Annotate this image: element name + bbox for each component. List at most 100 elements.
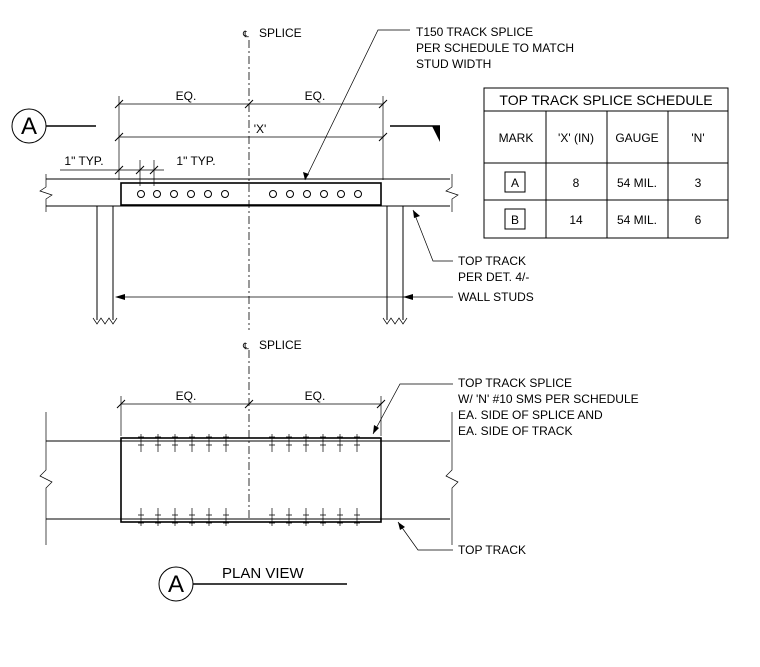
row-n: 6 — [695, 213, 702, 227]
screw-hole — [320, 190, 328, 198]
row-x: 14 — [569, 213, 583, 227]
screw — [138, 508, 144, 526]
screw — [286, 434, 292, 452]
screw — [172, 434, 178, 452]
screw — [354, 508, 360, 526]
screw — [223, 434, 229, 452]
note-wall-studs: WALL STUDS — [458, 290, 534, 304]
table-row: B 14 54 MIL. 6 — [504, 208, 702, 230]
row-gauge: 54 MIL. — [617, 213, 657, 227]
plan-break-line-right — [445, 412, 459, 545]
plan-eq-label-right: EQ. — [305, 389, 326, 403]
tick — [114, 132, 124, 142]
tick — [244, 399, 254, 409]
screw — [269, 508, 275, 526]
wall-stud-left — [92, 206, 118, 325]
header-gauge: GAUGE — [615, 131, 658, 145]
screw — [189, 434, 195, 452]
note-splice-line-1: T150 TRACK SPLICE — [416, 25, 533, 39]
screw-hole — [286, 190, 294, 198]
splice-schedule-table: TOP TRACK SPLICE SCHEDULE MARK 'X' (IN) … — [483, 87, 729, 239]
screw-hole — [187, 190, 195, 198]
typ-label-left: 1" TYP. — [64, 154, 103, 168]
tick — [378, 132, 388, 142]
break-line-left — [39, 174, 53, 212]
screw — [172, 508, 178, 526]
tick — [149, 165, 159, 175]
screw — [138, 434, 144, 452]
screw — [286, 508, 292, 526]
screw — [155, 508, 161, 526]
plan-eq-label-left: EQ. — [176, 389, 197, 403]
screw-hole — [153, 190, 161, 198]
screw-hole — [204, 190, 212, 198]
leader-top-track — [412, 209, 453, 262]
leader-arrow — [115, 294, 125, 300]
splice-plate — [120, 182, 382, 206]
title-text: PLAN VIEW — [222, 565, 305, 582]
note-splice-line-3: STUD WIDTH — [416, 57, 491, 71]
screw-holes — [137, 190, 362, 198]
section-marker-letter: A — [21, 113, 37, 140]
screw-hole — [221, 190, 229, 198]
screws-top — [138, 434, 360, 452]
screw-hole — [170, 190, 178, 198]
leader-arrow — [303, 172, 309, 180]
break-line-right — [445, 174, 459, 212]
centerline-symbol: ℄ — [242, 29, 249, 39]
mark-box — [504, 171, 526, 193]
screw-hole — [354, 190, 362, 198]
row-x: 8 — [573, 176, 580, 190]
plan-note-line-2: W/ 'N' #10 SMS PER SCHEDULE — [458, 392, 639, 406]
leader-arrow — [413, 210, 420, 218]
title-block: A PLAN VIEW — [158, 565, 347, 602]
row-mark: B — [511, 213, 519, 227]
plan-splice-label: SPLICE — [259, 338, 302, 352]
tick — [116, 399, 126, 409]
screw-hole — [137, 190, 145, 198]
plan-break-line-left — [39, 412, 53, 545]
table-title: TOP TRACK SPLICE SCHEDULE — [499, 92, 712, 108]
plan-note-track: TOP TRACK — [458, 543, 526, 557]
screw — [337, 434, 343, 452]
centerline-symbol: ℄ — [242, 341, 249, 351]
screw — [320, 434, 326, 452]
row-gauge: 54 MIL. — [617, 176, 657, 190]
screw — [269, 434, 275, 452]
splice-label: SPLICE — [259, 26, 302, 40]
leader-plan-track — [397, 521, 453, 551]
x-dim-label: 'X' — [254, 122, 267, 136]
eq-label-right: EQ. — [305, 89, 326, 103]
screw — [206, 434, 212, 452]
leader-arrow — [398, 522, 405, 530]
section-marker: A — [11, 108, 440, 144]
header-x: 'X' (IN) — [558, 131, 594, 145]
plan-note-line-1: TOP TRACK SPLICE — [458, 376, 572, 390]
note-track-line-1: TOP TRACK — [458, 254, 526, 268]
screw-hole — [303, 190, 311, 198]
screw — [303, 508, 309, 526]
eq-label-left: EQ. — [176, 89, 197, 103]
tick — [376, 399, 386, 409]
plan-detail: ℄ SPLICE EQ. EQ. — [39, 338, 639, 557]
wall-stud-right — [382, 206, 408, 325]
note-track-line-2: PER DET. 4/- — [458, 270, 529, 284]
screw-hole — [337, 190, 345, 198]
mark-box — [504, 208, 526, 230]
screw — [337, 508, 343, 526]
typ-label-right: 1" TYP. — [176, 154, 215, 168]
screw-hole — [269, 190, 277, 198]
leader-splice — [304, 29, 410, 181]
top-detail: ℄ SPLICE EQ. EQ. 'X' 1" TYP. 1" TYP. — [39, 25, 574, 330]
header-n: 'N' — [691, 131, 704, 145]
title-marker-letter: A — [168, 571, 184, 598]
screw — [155, 434, 161, 452]
tick — [114, 99, 124, 109]
screw — [303, 434, 309, 452]
tick — [378, 99, 388, 109]
screw — [320, 508, 326, 526]
tick — [135, 165, 145, 175]
row-mark: A — [511, 176, 519, 190]
plan-note-line-3: EA. SIDE OF SPLICE AND — [458, 408, 603, 422]
